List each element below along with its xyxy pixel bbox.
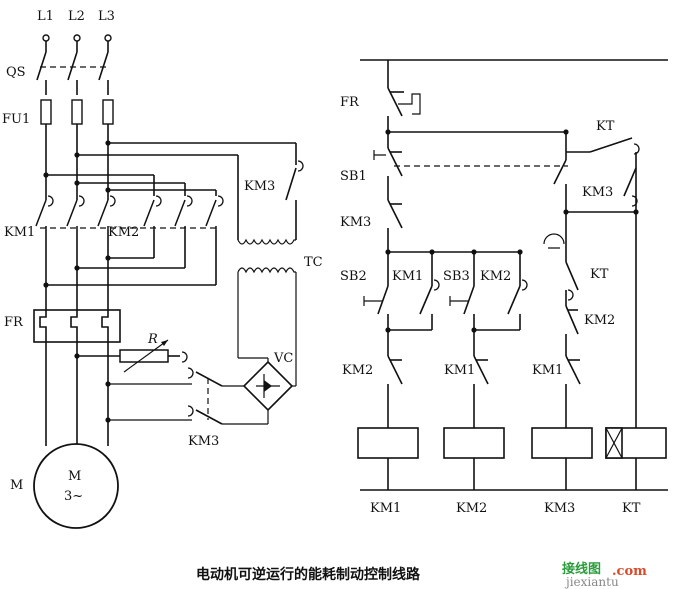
km1-ilk-right-label: KM1 — [532, 363, 563, 378]
vc-rectifier — [222, 357, 297, 425]
watermark-url: jiexiantu — [564, 575, 619, 589]
coil-label-km1: KM1 — [370, 501, 401, 516]
fu1-label: FU1 — [2, 112, 30, 127]
sb1-no-contact — [553, 152, 569, 215]
watermark-suffix: .com — [612, 564, 647, 579]
sb3-label: SB3 — [443, 269, 470, 284]
km3-top-label: KM3 — [244, 179, 275, 194]
diagram-caption: 电动机可逆运行的能耗制动控制线路 — [196, 566, 421, 583]
kt-top-label: KT — [596, 119, 615, 134]
fr-nc-contact — [385, 60, 421, 135]
motor-name: M — [68, 469, 81, 484]
phase-label-l3: L3 — [98, 9, 115, 24]
power-bus-lines — [43, 124, 296, 200]
qs-label: QS — [6, 65, 26, 80]
km3-top-contact — [237, 143, 304, 240]
coil-label-km2: KM2 — [456, 501, 487, 516]
terminal-l3 — [104, 34, 112, 42]
fr-ctrl-label: FR — [340, 95, 360, 110]
km2-main-contacts — [143, 195, 224, 231]
sb1-button — [373, 132, 568, 200]
km3-right-no — [566, 167, 639, 228]
power-lines-lower — [43, 230, 217, 310]
phase-label-l2: L2 — [68, 9, 85, 24]
km1-main-contacts — [35, 195, 116, 231]
km3-left-nc — [387, 199, 403, 252]
control-circuit: FR KT SB1 — [340, 59, 668, 516]
km3-bottom-label: KM3 — [188, 434, 219, 449]
kt-top-contact — [566, 137, 640, 212]
phase-label-l1: L1 — [37, 9, 54, 24]
km3-left-label: KM3 — [340, 215, 371, 230]
rheostat-r — [74, 339, 188, 373]
sb2-label: SB2 — [340, 269, 367, 284]
coil-km1 — [357, 427, 419, 459]
coils — [357, 427, 667, 490]
sb3-km2-branch — [449, 252, 528, 333]
km2-aux-label: KM2 — [480, 269, 511, 284]
km3-bottom-contacts — [105, 367, 223, 425]
fr-thermal-relay — [33, 309, 121, 446]
power-circuit: L1 L2 L3 QS FU1 — [2, 9, 323, 529]
fu1-fuses — [40, 99, 114, 125]
km1-ilk-label: KM1 — [444, 363, 475, 378]
coil-km2 — [443, 427, 505, 459]
fr-power-label: FR — [4, 315, 24, 330]
tc-label: TC — [304, 255, 323, 270]
km3-branch-contacts — [543, 212, 579, 350]
sb2-km1-branch — [363, 252, 440, 333]
coil-label-kt: KT — [622, 501, 641, 516]
terminal-l2 — [73, 34, 81, 42]
motor-m: M 3~ — [33, 443, 119, 529]
km2-ilk-label: KM2 — [342, 363, 373, 378]
sb1-label: SB1 — [340, 169, 367, 184]
coil-label-km3: KM3 — [544, 501, 575, 516]
watermark-logo: 接线图 — [562, 561, 601, 577]
motor-side-label: M — [10, 478, 23, 493]
qs-switch — [36, 41, 109, 95]
interlock-contacts — [387, 228, 637, 428]
km1-label: KM1 — [4, 225, 35, 240]
km2-ilk-right-label: KM2 — [584, 313, 615, 328]
km3-right-label: KM3 — [582, 185, 613, 200]
motor-phase: 3~ — [64, 489, 83, 504]
km1-aux-label: KM1 — [392, 269, 423, 284]
r-label: R — [147, 332, 158, 347]
tc-transformer — [237, 238, 297, 358]
terminal-l1 — [42, 34, 50, 42]
km2-label: KM2 — [108, 225, 139, 240]
watermark: 接线图 .com jiexiantu — [562, 561, 647, 589]
coil-km3 — [531, 427, 593, 459]
vc-label: VC — [273, 351, 293, 366]
kt-mid-label: KT — [590, 267, 609, 282]
